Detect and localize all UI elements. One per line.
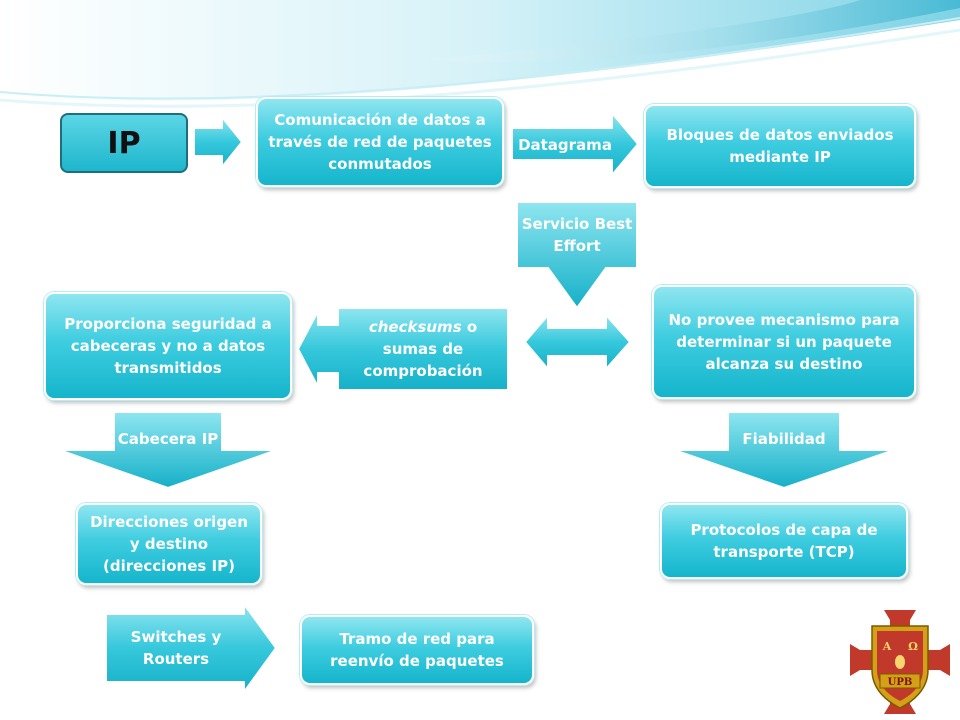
box-no-provee: No provee mecanismo para determinar si u… [652, 285, 916, 399]
label-switches: Switches y Routers [108, 616, 244, 680]
label-datagrama-text: Datagrama [518, 136, 612, 154]
checksums-rest: o sumas de comprobación [363, 318, 483, 380]
arrow-servicio-best-effort [516, 201, 638, 309]
arrow-cabecera-ip [58, 411, 278, 489]
ip-box: IP [60, 113, 188, 173]
label-servicio-text: Servicio Best Effort [521, 215, 633, 255]
box-comunicacion: Comunicación de datos a través de red de… [256, 97, 504, 187]
background-swoosh [0, 0, 960, 108]
box-no-provee-text: No provee mecanismo para determinar si u… [668, 311, 900, 373]
checksums-italic: checksums [368, 318, 462, 336]
arrow-datagrama [511, 112, 639, 176]
crest-name: UPB [888, 677, 913, 688]
crest-alpha: A [882, 640, 892, 653]
box-comunicacion-text: Comunicación de datos a través de red de… [268, 111, 492, 173]
box-tramo: Tramo de red para reenvío de paquetes [300, 615, 534, 685]
arrow-checksums [297, 307, 509, 391]
label-checksums-text: checksums o sumas de comprobación [340, 316, 506, 382]
box-bloques-text: Bloques de datos enviados mediante IP [666, 126, 894, 166]
ip-label: IP [107, 125, 141, 161]
crest-lamp-icon [895, 655, 905, 669]
box-proporciona-text: Proporciona seguridad a cabeceras y no a… [64, 315, 272, 377]
label-cabecera-ip: Cabecera IP [116, 414, 220, 464]
label-switches-text: Switches y Routers [130, 628, 222, 668]
arrow-switches [105, 603, 277, 693]
box-protocolos: Protocolos de capa de transporte (TCP) [660, 503, 908, 579]
label-fiabilidad: Fiabilidad [730, 424, 838, 454]
label-cabecera-text: Cabecera IP [117, 430, 219, 448]
label-checksums: checksums o sumas de comprobación [340, 310, 506, 388]
box-proporciona: Proporciona seguridad a cabeceras y no a… [44, 292, 292, 400]
label-servicio-best-effort: Servicio Best Effort [517, 205, 637, 265]
double-arrow [524, 314, 631, 370]
label-datagrama: Datagrama [512, 132, 618, 158]
upb-crest-logo: A Ω UPB [850, 610, 950, 714]
box-tramo-text: Tramo de red para reenvío de paquetes [330, 630, 504, 670]
box-protocolos-text: Protocolos de capa de transporte (TCP) [690, 521, 878, 561]
box-direcciones-text: Direcciones origen y destino (direccione… [90, 513, 248, 575]
box-bloques: Bloques de datos enviados mediante IP [644, 104, 916, 188]
crest-omega: Ω [908, 640, 918, 653]
arrow-fiabilidad [673, 411, 895, 489]
arrow-ip-to-comunicacion [193, 116, 243, 168]
label-fiabilidad-text: Fiabilidad [742, 430, 826, 448]
box-direcciones: Direcciones origen y destino (direccione… [76, 503, 262, 585]
